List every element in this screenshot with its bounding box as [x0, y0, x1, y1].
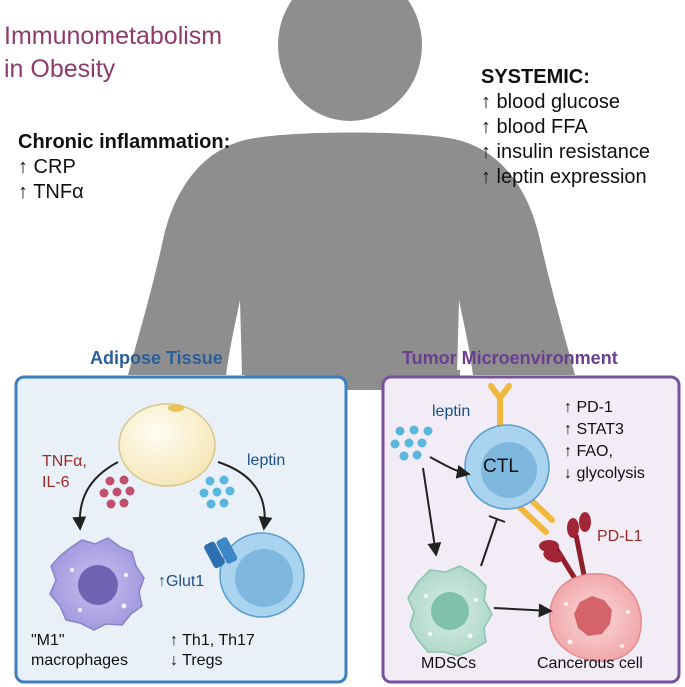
glut1-transporter — [204, 537, 238, 569]
systemic-block: SYSTEMIC: ↑ blood glucose ↑ blood FFA ↑ … — [481, 65, 650, 190]
tumor-title: Tumor Microenvironment — [402, 348, 618, 368]
t-cell-nucleus — [235, 549, 293, 607]
arrow-leptin-to-ctl — [429, 456, 471, 479]
leptin-label-tumor: leptin — [432, 403, 471, 420]
systemic-heading: SYSTEMIC: — [481, 66, 590, 88]
macrophage-label-1: "M1" — [31, 632, 65, 649]
ctl-effect: ↑ STAT3 — [564, 421, 624, 438]
systemic-item: ↑ insulin resistance — [481, 141, 650, 163]
arrow-mdsc-to-cancer — [493, 603, 553, 618]
ctl-effect: ↑ FAO, — [564, 443, 613, 460]
macrophage-label-2: macrophages — [31, 652, 128, 669]
chronic-block: Chronic inflammation: ↑ CRP ↑ TNFα — [18, 130, 230, 205]
chronic-item: ↑ TNFα — [18, 181, 84, 203]
arrow-to-tcell — [217, 461, 273, 531]
pdl1-label: PD-L1 — [597, 528, 643, 545]
ctl-effect: ↑ PD-1 — [564, 399, 613, 416]
page-title: Immunometabolism in Obesity — [4, 20, 222, 86]
mdsc-nucleus — [431, 592, 469, 630]
glut1-label: ↑Glut1 — [158, 573, 205, 590]
ctl-effect: ↓ glycolysis — [564, 465, 645, 482]
arrow-to-macrophage — [72, 461, 119, 531]
ctl-nucleus — [481, 442, 537, 498]
leptin-dots-tumor — [390, 425, 433, 461]
pd1-receptor-top — [488, 383, 512, 428]
systemic-item: ↑ leptin expression — [481, 166, 647, 188]
cytokine-label-1: TNFα, — [42, 453, 87, 470]
macrophage-nucleus — [78, 565, 118, 605]
cancer-nucleus — [574, 596, 612, 636]
tcell-label-2: ↓ Tregs — [170, 652, 223, 669]
cytokine-dots — [99, 475, 135, 509]
title-line-1: Immunometabolism — [4, 22, 223, 50]
arrow-leptin-to-mdsc — [422, 467, 442, 557]
chronic-item: ↑ CRP — [18, 156, 76, 178]
inhibition-mdsc-to-ctl — [480, 515, 506, 567]
systemic-item: ↑ blood FFA — [481, 116, 588, 138]
systemic-item: ↑ blood glucose — [481, 91, 620, 113]
adipocyte-nucleus — [168, 404, 184, 412]
pdl1-ligand — [539, 512, 591, 584]
leptin-dots-adipose — [199, 475, 235, 509]
chronic-heading: Chronic inflammation: — [18, 131, 231, 153]
leptin-label-adipose: leptin — [247, 452, 286, 469]
adipose-title: Adipose Tissue — [90, 348, 223, 368]
adipocyte — [118, 403, 216, 487]
tcell-label-1: ↑ Th1, Th17 — [170, 632, 255, 649]
cytokine-label-2: IL-6 — [42, 474, 70, 491]
title-line-2: in Obesity — [4, 55, 116, 83]
ctl-label: CTL — [483, 456, 519, 477]
mdsc-label: MDSCs — [421, 655, 477, 672]
cancer-label: Cancerous cell — [537, 655, 643, 672]
